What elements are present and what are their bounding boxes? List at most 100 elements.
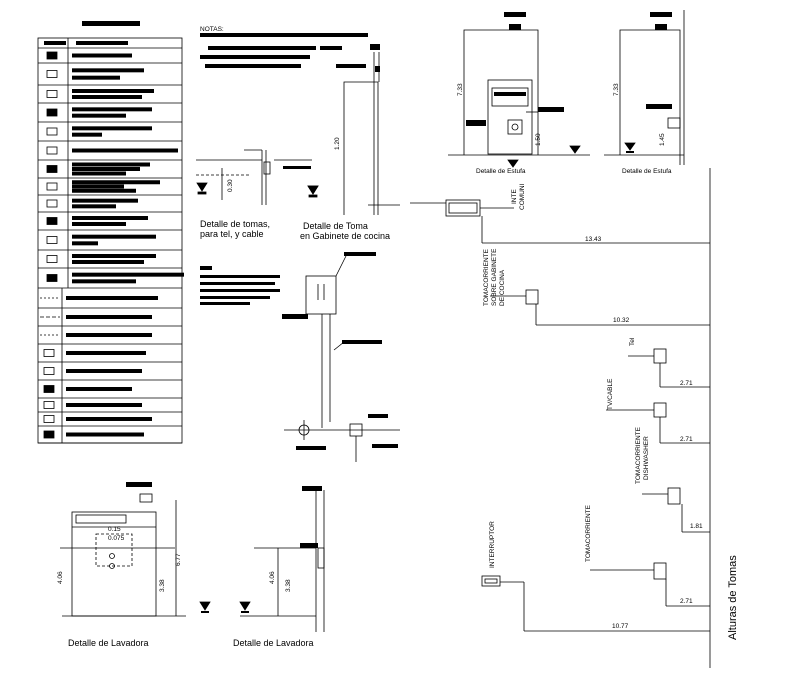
legend-text-bar	[66, 315, 152, 319]
height-271-c: 2.71	[680, 598, 693, 605]
label-gabinete-3: DE COCINA	[499, 269, 506, 306]
dim-406-a: 4.06	[57, 571, 64, 584]
legend-text-bar	[66, 296, 158, 300]
label-detalle-tomas: Detalle de tomas,	[200, 219, 270, 229]
legend-symbol-icon	[46, 274, 58, 282]
legend-text-bar	[72, 216, 148, 220]
legend-text-bar	[72, 241, 98, 246]
label-tel: Tel	[629, 337, 636, 346]
height-1077: 10.77	[612, 623, 629, 630]
legend-table	[37, 21, 183, 444]
legend-text-bar	[72, 272, 184, 277]
height-181: 1.81	[690, 523, 703, 530]
legend-text-bar	[72, 113, 126, 118]
dim-145: 1.45	[659, 133, 666, 146]
label-tomacorriente: TOMACORRIENTE	[585, 504, 592, 562]
label-lavadora-2: Detalle de Lavadora	[233, 638, 314, 648]
legend-symbol-icon	[46, 182, 58, 191]
detail-riser	[282, 252, 400, 462]
detail-toma-gabinete: 1.20 Detalle de Toma en Gabinete de coci…	[300, 44, 400, 241]
legend-text-bar	[72, 222, 126, 226]
detail-lavadora-1: 0.15 0.075 4.06 3.38 6.77 Detalle de Lav…	[57, 482, 211, 648]
label-gabinete-2: SOBRE GABINETE	[491, 248, 498, 306]
legend-text-bar	[72, 234, 156, 239]
legend-symbol-icon	[43, 415, 55, 423]
legend-text-bar	[72, 254, 156, 258]
detail-estufa-2: 7.33 1.45 Detalle de Estufa	[604, 10, 685, 175]
legend-text-bar	[72, 126, 152, 131]
legend-text-bar	[72, 260, 144, 264]
label-gabinete-1: TOMACORRIENTE	[483, 248, 490, 306]
detail-tomas-tel: 0.30 Detalle de tomas, para tel, y cable	[196, 149, 319, 239]
legend-text-bar	[72, 89, 154, 93]
label-interruptor: INTERRUPTOR	[489, 521, 496, 568]
legend-symbol-icon	[46, 90, 58, 98]
legend-text-bar	[72, 148, 178, 153]
legend-symbol-icon	[43, 367, 55, 375]
legend-text-bar	[66, 333, 152, 337]
label-dishwasher-1: TOMACORRIENTE	[635, 426, 642, 484]
legend-symbol-icon	[46, 108, 58, 117]
dim-338-a: 3.38	[159, 579, 166, 592]
label-estufa-2: Detalle de Estufa	[622, 168, 672, 175]
label-detalle-toma: Detalle de Toma	[303, 221, 368, 231]
legend-symbol-icon	[46, 127, 58, 136]
legend-symbol-icon	[46, 146, 58, 155]
legend-text-bar	[72, 75, 120, 80]
label-dishwasher-2: DISHWASHER	[643, 436, 650, 480]
legend-text-bar	[72, 184, 124, 189]
legend-text-bar	[72, 132, 102, 137]
legend-text-bar	[66, 351, 146, 355]
label-estufa-1: Detalle de Estufa	[476, 168, 526, 175]
legend-text-bar	[72, 279, 136, 284]
heights-title: Alturas de Tomas	[727, 555, 739, 640]
legend-title-block	[82, 21, 140, 26]
legend-text-bar	[72, 162, 150, 167]
legend-text-bar	[72, 171, 126, 176]
detail-estufa-1: 7.33 1.50 Detalle de Estufa INTE COMUNI	[448, 12, 590, 210]
dim-015: 0.15	[108, 526, 121, 533]
legend-text-bar	[72, 95, 142, 99]
legend-symbol-icon	[46, 236, 58, 244]
legend-symbol-icon	[46, 255, 58, 263]
label-tvcable: TV/CABLE	[607, 378, 614, 410]
legend-symbol-icon	[46, 70, 58, 78]
label-tel-cable: para tel, y cable	[200, 229, 264, 239]
dim-338-b: 3.38	[285, 579, 292, 592]
legend-symbol-icon	[43, 349, 55, 357]
legend-symbol-icon	[46, 51, 58, 60]
note-inte: INTE	[511, 189, 518, 204]
legend-text-bar	[66, 403, 142, 407]
legend-symbol-icon	[43, 401, 55, 409]
legend-symbol-icon	[46, 165, 58, 173]
dim-677: 6.77	[175, 553, 182, 566]
legend-symbol-icon	[43, 430, 55, 439]
legend-text-bar	[72, 53, 132, 58]
heights-panel: Alturas de Tomas 13.43 TOMACORRIENTE SOB…	[410, 168, 739, 668]
legend-text-bar	[72, 107, 152, 112]
legend-symbol-icon	[46, 217, 58, 225]
dim-030: 0.30	[227, 179, 234, 192]
detail-lavadora-2: 4.06 3.38 Detalle de Lavadora	[233, 486, 325, 648]
legend-symbol-icon	[43, 385, 55, 393]
legend-text-bar	[72, 198, 138, 203]
height-1343: 13.43	[585, 236, 602, 243]
legend-text-bar	[66, 369, 142, 373]
height-271-b: 2.71	[680, 436, 693, 443]
label-gabinete-cocina: en Gabinete de cocina	[300, 231, 390, 241]
legend-text-bar	[72, 188, 136, 193]
dim-733-b: 7.33	[613, 83, 620, 96]
legend-text-bar	[66, 432, 144, 437]
dim-150: 1.50	[535, 133, 542, 146]
dim-733-a: 7.33	[457, 83, 464, 96]
note-comuni: COMUNI	[519, 183, 526, 210]
height-1032: 10.32	[613, 317, 630, 324]
legend-text-bar	[72, 167, 140, 171]
dim-120: 1.20	[334, 137, 341, 150]
dim-0075: 0.075	[108, 535, 125, 542]
notes-heading: NOTAS:	[200, 26, 224, 33]
legend-symbol-icon	[46, 199, 58, 208]
legend-text-bar	[72, 68, 144, 73]
legend-text-bar	[66, 387, 132, 391]
